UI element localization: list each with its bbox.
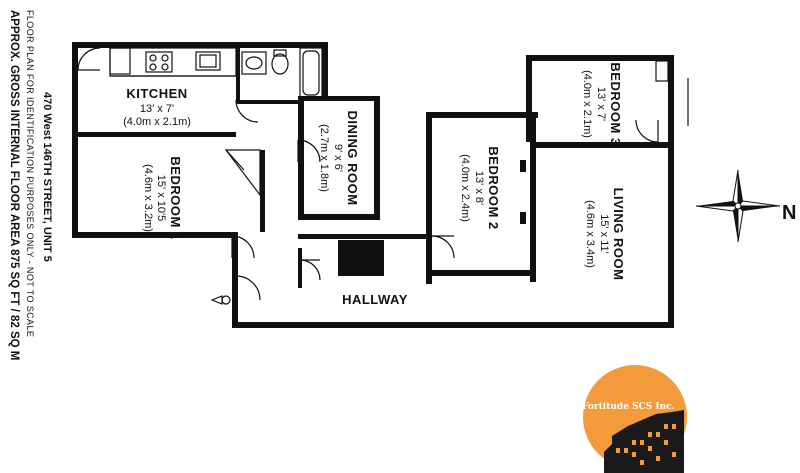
disclaimer: FLOOR PLAN FOR IDENTIFICATION PURPOSES O…: [25, 10, 35, 337]
room-name: LIVING ROOM: [611, 188, 626, 281]
room-dim-ft: 15' x 11': [598, 214, 610, 253]
room-kitchen: KITCHEN 13' x 7' (4.0m x 2.1m): [123, 86, 191, 128]
room-name: DINING ROOM: [345, 110, 360, 205]
room-bedroom-3: BEDROOM 3 13' x 7' (4.0m x 2.1m): [581, 62, 623, 145]
room-dim-ft: 13' x 7': [595, 87, 607, 121]
address: 470 West 146TH STREET, UNIT 5: [41, 92, 53, 262]
room-hallway: HALLWAY: [342, 292, 408, 307]
room-dim-m: (2.7m x 1.8m): [318, 124, 330, 192]
room-bedroom-1: BEDROOM 1 15' x 10'5 (4.6m x 3.2m): [142, 156, 183, 239]
room-name: BEDROOM 1: [168, 156, 183, 239]
side-labels: APPROX. GROSS INTERNAL FLOOR AREA 875 SQ…: [8, 10, 53, 360]
room-dim-ft: 13' x 7': [140, 103, 174, 115]
company-logo: Fortitude SCS Inc.: [582, 365, 687, 473]
room-living: LIVING ROOM 15' x 11' (4.6m x 3.4m): [584, 188, 626, 281]
room-bedroom-2: BEDROOM 2 13' x 8' (4.0m x 2.4m): [459, 146, 501, 229]
logo-text: Fortitude SCS Inc.: [582, 402, 675, 412]
compass-icon: [695, 169, 781, 243]
room-dim-m: (4.6m x 3.4m): [584, 200, 596, 268]
room-dim-ft: 13' x 8': [473, 171, 485, 205]
room-dim-ft: 15' x 10'5: [155, 175, 167, 221]
room-name: BEDROOM 3: [608, 62, 623, 145]
compass-label: N: [782, 202, 796, 224]
room-dim-ft: 9' x 6': [332, 144, 344, 172]
room-dim-m: (4.0m x 2.1m): [123, 116, 191, 128]
room-dining: DINING ROOM 9' x 6' (2.7m x 1.8m): [318, 110, 360, 205]
walls: [72, 42, 674, 328]
room-name: HALLWAY: [342, 292, 408, 307]
area-note: APPROX. GROSS INTERNAL FLOOR AREA 875 SQ…: [8, 10, 20, 360]
room-dim-m: (4.0m x 2.4m): [459, 154, 471, 222]
room-dim-m: (4.6m x 3.2m): [142, 164, 154, 232]
fixtures: [73, 47, 689, 305]
room-name: BEDROOM 2: [486, 146, 501, 229]
room-dim-m: (4.0m x 2.1m): [581, 70, 593, 138]
floor-fill: [76, 46, 326, 326]
room-name: KITCHEN: [126, 86, 187, 101]
